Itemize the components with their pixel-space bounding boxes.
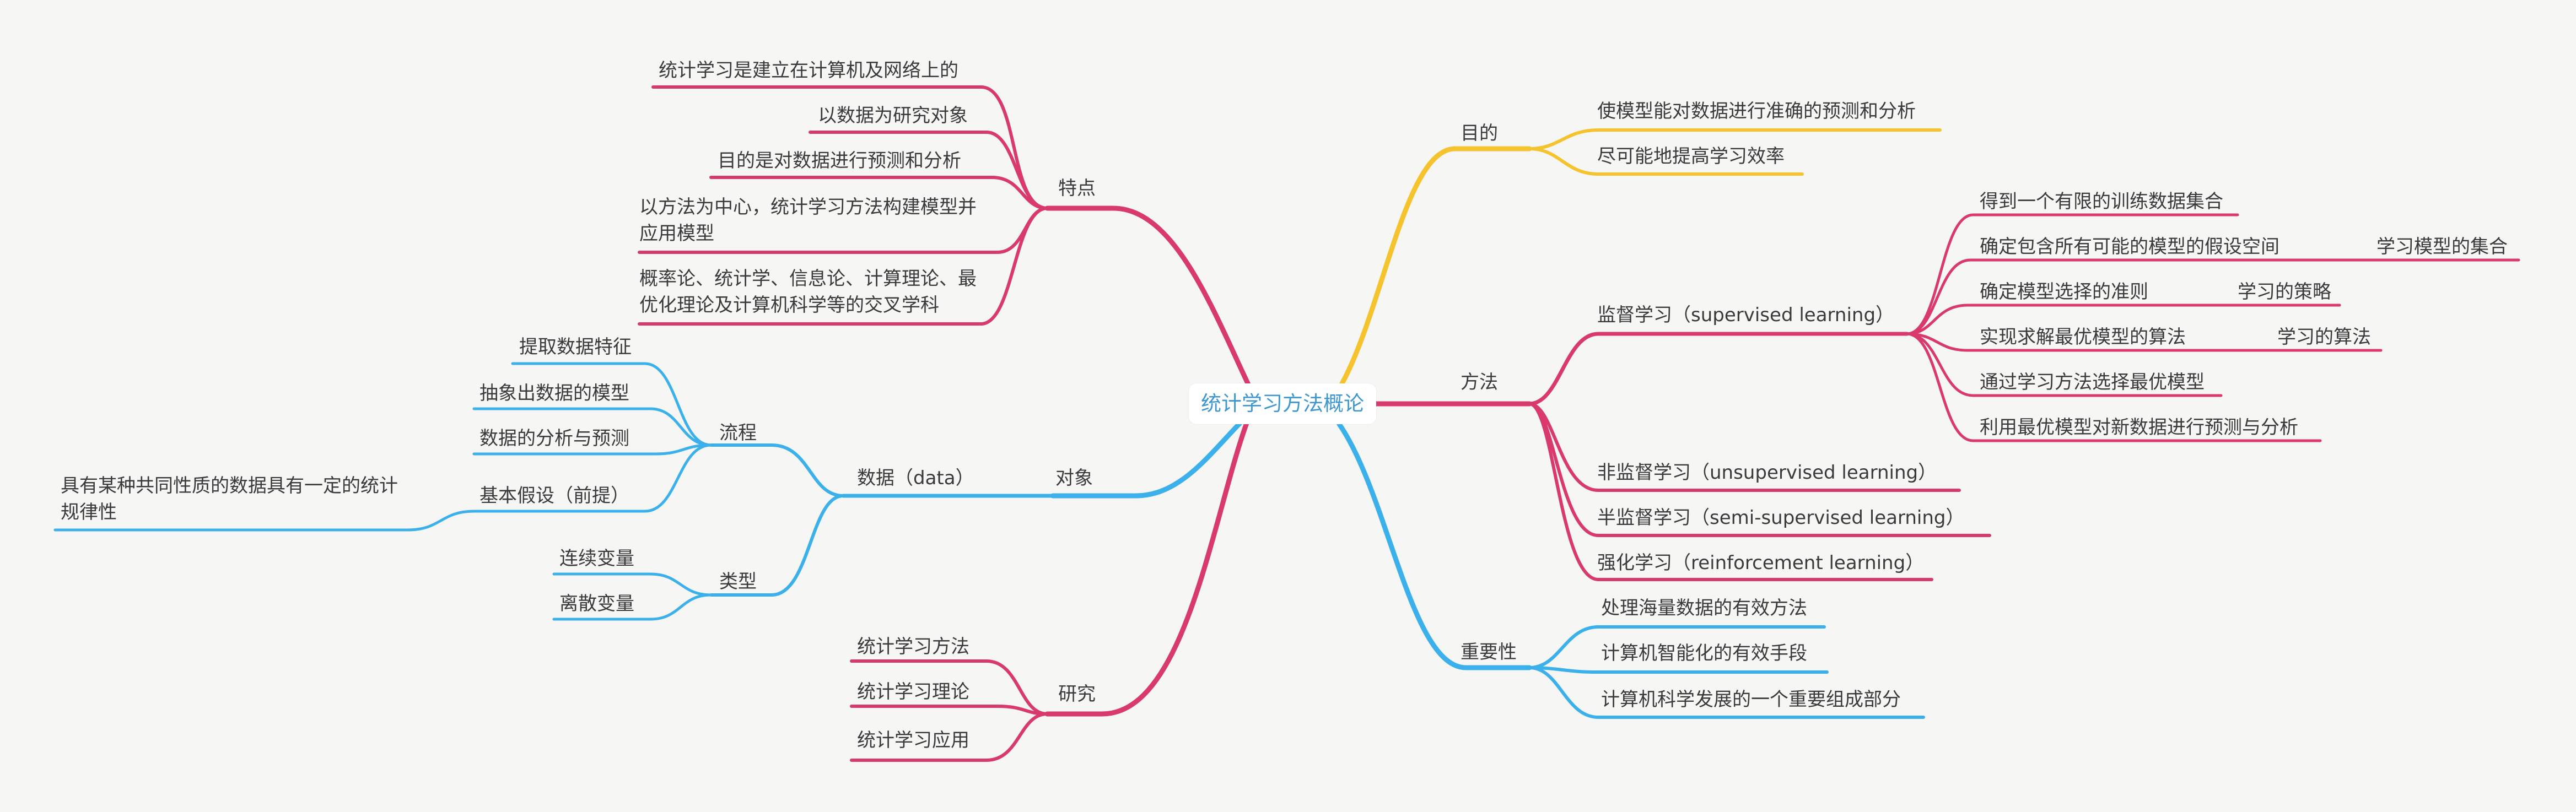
purpose-item[interactable]: 使模型能对数据进行准确的预测和分析	[1597, 100, 1916, 122]
research-item[interactable]: 统计学习应用	[857, 729, 969, 751]
process-item[interactable]: 提取数据特征	[519, 336, 632, 358]
connector-object	[1050, 420, 1243, 499]
assumption-node[interactable]: 具有某种共同性质的数据具有一定的统计规律性	[61, 475, 398, 523]
connector-types-2	[552, 593, 713, 621]
connector-types	[709, 494, 845, 597]
connector-process-1	[511, 362, 713, 447]
feature-item[interactable]: 概率论、统计学、信息论、计算理论、最优化理论及计算机科学等的交叉学科	[639, 268, 977, 316]
connector-research-2	[850, 705, 1049, 716]
supervised-note[interactable]: 学习的策略	[2238, 281, 2331, 303]
feature-item[interactable]: 统计学习是建立在计算机及网络上的	[659, 59, 958, 82]
importance-item[interactable]: 处理海量数据的有效方法	[1601, 597, 1807, 619]
feature-item[interactable]: 以数据为研究对象	[818, 105, 968, 127]
supervised-step[interactable]: 利用最优模型对新数据进行预测与分析	[1980, 416, 2298, 439]
process-item[interactable]: 抽象出数据的模型	[479, 382, 629, 404]
connector-sup-1	[1905, 213, 2239, 335]
connector-process-2	[472, 407, 713, 447]
topic-features[interactable]: 特点	[1058, 177, 1096, 199]
connector-purpose-2	[1528, 147, 1804, 176]
method-reinforcement[interactable]: 强化学习（reinforcement learning）	[1597, 552, 1925, 574]
connector-purpose	[1339, 146, 1532, 386]
method-unsupervised[interactable]: 非监督学习（unsupervised learning）	[1597, 462, 1937, 484]
topic-research[interactable]: 研究	[1058, 683, 1096, 705]
type-item[interactable]: 离散变量	[559, 593, 634, 615]
object-types-node[interactable]: 类型	[719, 571, 757, 593]
topic-purpose[interactable]: 目的	[1461, 122, 1498, 144]
connector-sup-5	[1905, 332, 2223, 397]
connector-research-3	[850, 712, 1049, 762]
connector-supervised	[1527, 332, 1909, 406]
connector-assumption	[53, 510, 476, 532]
topic-object[interactable]: 对象	[1055, 467, 1093, 489]
supervised-note[interactable]: 学习模型的集合	[2376, 236, 2508, 258]
connector-importance-2	[1528, 666, 1829, 674]
supervised-step[interactable]: 得到一个有限的训练数据集合	[1980, 191, 2223, 213]
supervised-step[interactable]: 确定包含所有可能的模型的假设空间	[1980, 236, 2279, 258]
supervised-step[interactable]: 确定模型选择的准则	[1980, 281, 2148, 303]
connector-importance-1	[1528, 625, 1826, 669]
object-data-node[interactable]: 数据（data）	[857, 467, 974, 489]
importance-item[interactable]: 计算机科学发展的一个重要组成部分	[1601, 689, 1901, 711]
method-semisupervised[interactable]: 半监督学习（semi-supervised learning）	[1597, 507, 1965, 529]
process-item[interactable]: 数据的分析与预测	[479, 427, 629, 450]
connector-importance-3	[1528, 666, 1925, 719]
connector-research-1	[850, 659, 1049, 716]
method-supervised[interactable]: 监督学习（supervised learning）	[1597, 304, 1895, 326]
object-process-node[interactable]: 流程	[719, 422, 757, 444]
connector-purpose-1	[1528, 128, 1942, 150]
supervised-step[interactable]: 通过学习方法选择最优模型	[1980, 371, 2205, 393]
supervised-step[interactable]: 实现求解最优模型的算法	[1980, 326, 2186, 348]
feature-item[interactable]: 以方法为中心，统计学习方法构建模型并应用模型	[639, 196, 977, 245]
feature-item[interactable]: 目的是对数据进行预测和分析	[718, 150, 961, 172]
connector-sup-3	[1905, 304, 2223, 335]
connector-importance	[1336, 421, 1532, 670]
connector-process-4	[472, 443, 713, 513]
importance-item[interactable]: 计算机智能化的有效手段	[1601, 642, 1807, 664]
process-item[interactable]: 基本假设（前提）	[479, 485, 629, 507]
connector-sup-6	[1905, 332, 2322, 442]
root-topic[interactable]: 统计学习方法概论	[1189, 383, 1376, 424]
connector-research	[1044, 420, 1249, 717]
connector-feature-3	[709, 176, 1049, 210]
topic-method[interactable]: 方法	[1461, 371, 1498, 393]
research-item[interactable]: 统计学习方法	[857, 636, 969, 658]
connector-process	[709, 443, 845, 497]
research-item[interactable]: 统计学习理论	[857, 681, 969, 703]
connector-features	[1044, 205, 1251, 387]
type-item[interactable]: 连续变量	[559, 548, 634, 570]
connector-feature-5	[638, 207, 1049, 326]
connector-sup-2	[1905, 258, 2319, 335]
supervised-note[interactable]: 学习的算法	[2277, 326, 2371, 348]
connector-reinforcement	[1528, 402, 1933, 581]
connector-types-1	[552, 572, 713, 597]
purpose-item[interactable]: 尽可能地提高学习效率	[1597, 145, 1785, 167]
topic-importance[interactable]: 重要性	[1461, 641, 1517, 663]
